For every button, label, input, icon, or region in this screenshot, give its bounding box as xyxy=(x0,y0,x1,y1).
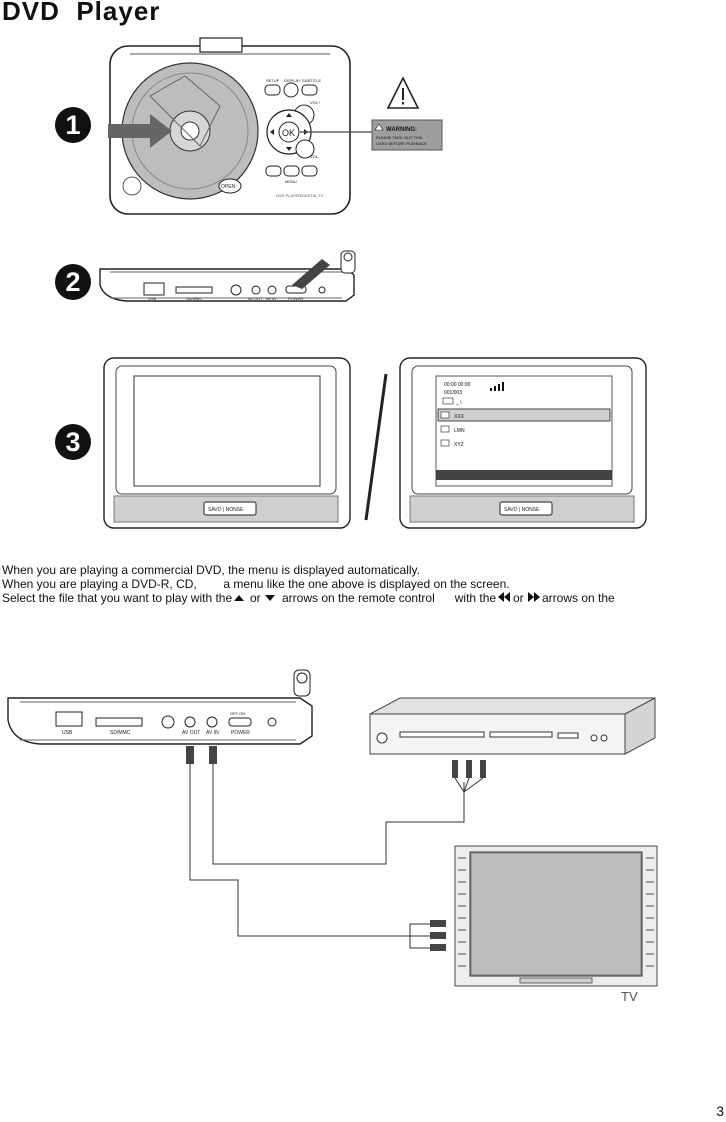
display-label: DISPLAY xyxy=(284,78,301,83)
instruction-line-1: When you are playing a commercial DVD, t… xyxy=(2,563,420,577)
av-out-label-large: AV OUT xyxy=(182,730,200,736)
instruction-line-3a: Select the file that you want to play wi… xyxy=(2,591,233,605)
down-arrow-icon xyxy=(265,595,275,601)
model-text: DVD PLAYER/DIGITAL TV xyxy=(276,193,324,198)
av-in-label-large: AV IN xyxy=(206,730,219,736)
instruction-line-3b: arrows on the remote control with the xyxy=(282,591,497,605)
step-badge-2: 2 xyxy=(55,264,91,300)
file-row-1: XXX xyxy=(454,414,465,420)
power-label-large: POWER xyxy=(231,730,250,736)
usb-label: USB xyxy=(148,296,157,301)
menu-path: _ \ xyxy=(455,400,462,406)
page-title: DVD Player xyxy=(2,0,161,26)
tv-label: TV xyxy=(621,989,638,1004)
warning-heading: WARNING: xyxy=(386,127,417,133)
subtitle-label: SUBTITLE xyxy=(302,78,321,83)
off-on-label: OFF ON xyxy=(230,711,245,716)
up-arrow-icon xyxy=(234,595,244,601)
instruction-line-3c: arrows on the xyxy=(542,591,615,605)
av-in-label: AV IN xyxy=(266,296,276,301)
instruction-line-2: When you are playing a DVD-R, CD, a menu… xyxy=(2,577,510,591)
step-badge-3: 3 xyxy=(55,424,91,460)
side-panel-figure: USB SD/MMC AV OUT AV IN POWER xyxy=(99,250,356,302)
rewind-icon xyxy=(498,592,510,602)
player-top-figure: SETUP DISPLAY SUBTITLE OK VOL+ VOL- MENU… xyxy=(108,37,443,215)
page-number: 3 xyxy=(716,1103,724,1119)
instruction-or-1: or xyxy=(250,591,261,605)
menu-label: MENU xyxy=(285,179,297,184)
vol-plus-label: VOL+ xyxy=(310,100,321,105)
brand-left: SAVO | NONSE xyxy=(208,507,244,513)
warning-line-1: PLEASE TAKE OUT THIS xyxy=(376,135,423,140)
connection-diagram: USB SD/MMC AV OUT AV IN OFF ON POWER xyxy=(7,669,658,987)
file-row-3: XYZ xyxy=(454,442,464,448)
vol-minus-label: VOL- xyxy=(310,154,320,159)
av-out-label: AV OUT xyxy=(248,296,263,301)
card-label-large: SD/MMC xyxy=(110,730,131,736)
power-label: POWER xyxy=(288,296,303,301)
open-label: OPEN xyxy=(221,184,236,190)
fast-forward-icon xyxy=(528,592,540,602)
setup-label: SETUP xyxy=(266,78,280,83)
screens-figure: SAVO | NONSE 00:00 00:00 001/003 _ \ XXX… xyxy=(103,357,647,529)
brand-right: SAVO | NONSE xyxy=(504,507,540,513)
menu-count: 001/003 xyxy=(444,390,462,396)
step-badge-1: 1 xyxy=(55,107,91,143)
warning-line-2: CARD BEFORE PLAYBACK xyxy=(376,141,427,146)
instruction-or-2: or xyxy=(513,591,524,605)
usb-label-large: USB xyxy=(62,730,73,736)
file-row-2: LMN xyxy=(454,428,465,434)
ok-label: OK xyxy=(282,128,295,138)
card-label: SD/MMC xyxy=(186,296,202,301)
menu-time: 00:00 00:00 xyxy=(444,382,471,388)
